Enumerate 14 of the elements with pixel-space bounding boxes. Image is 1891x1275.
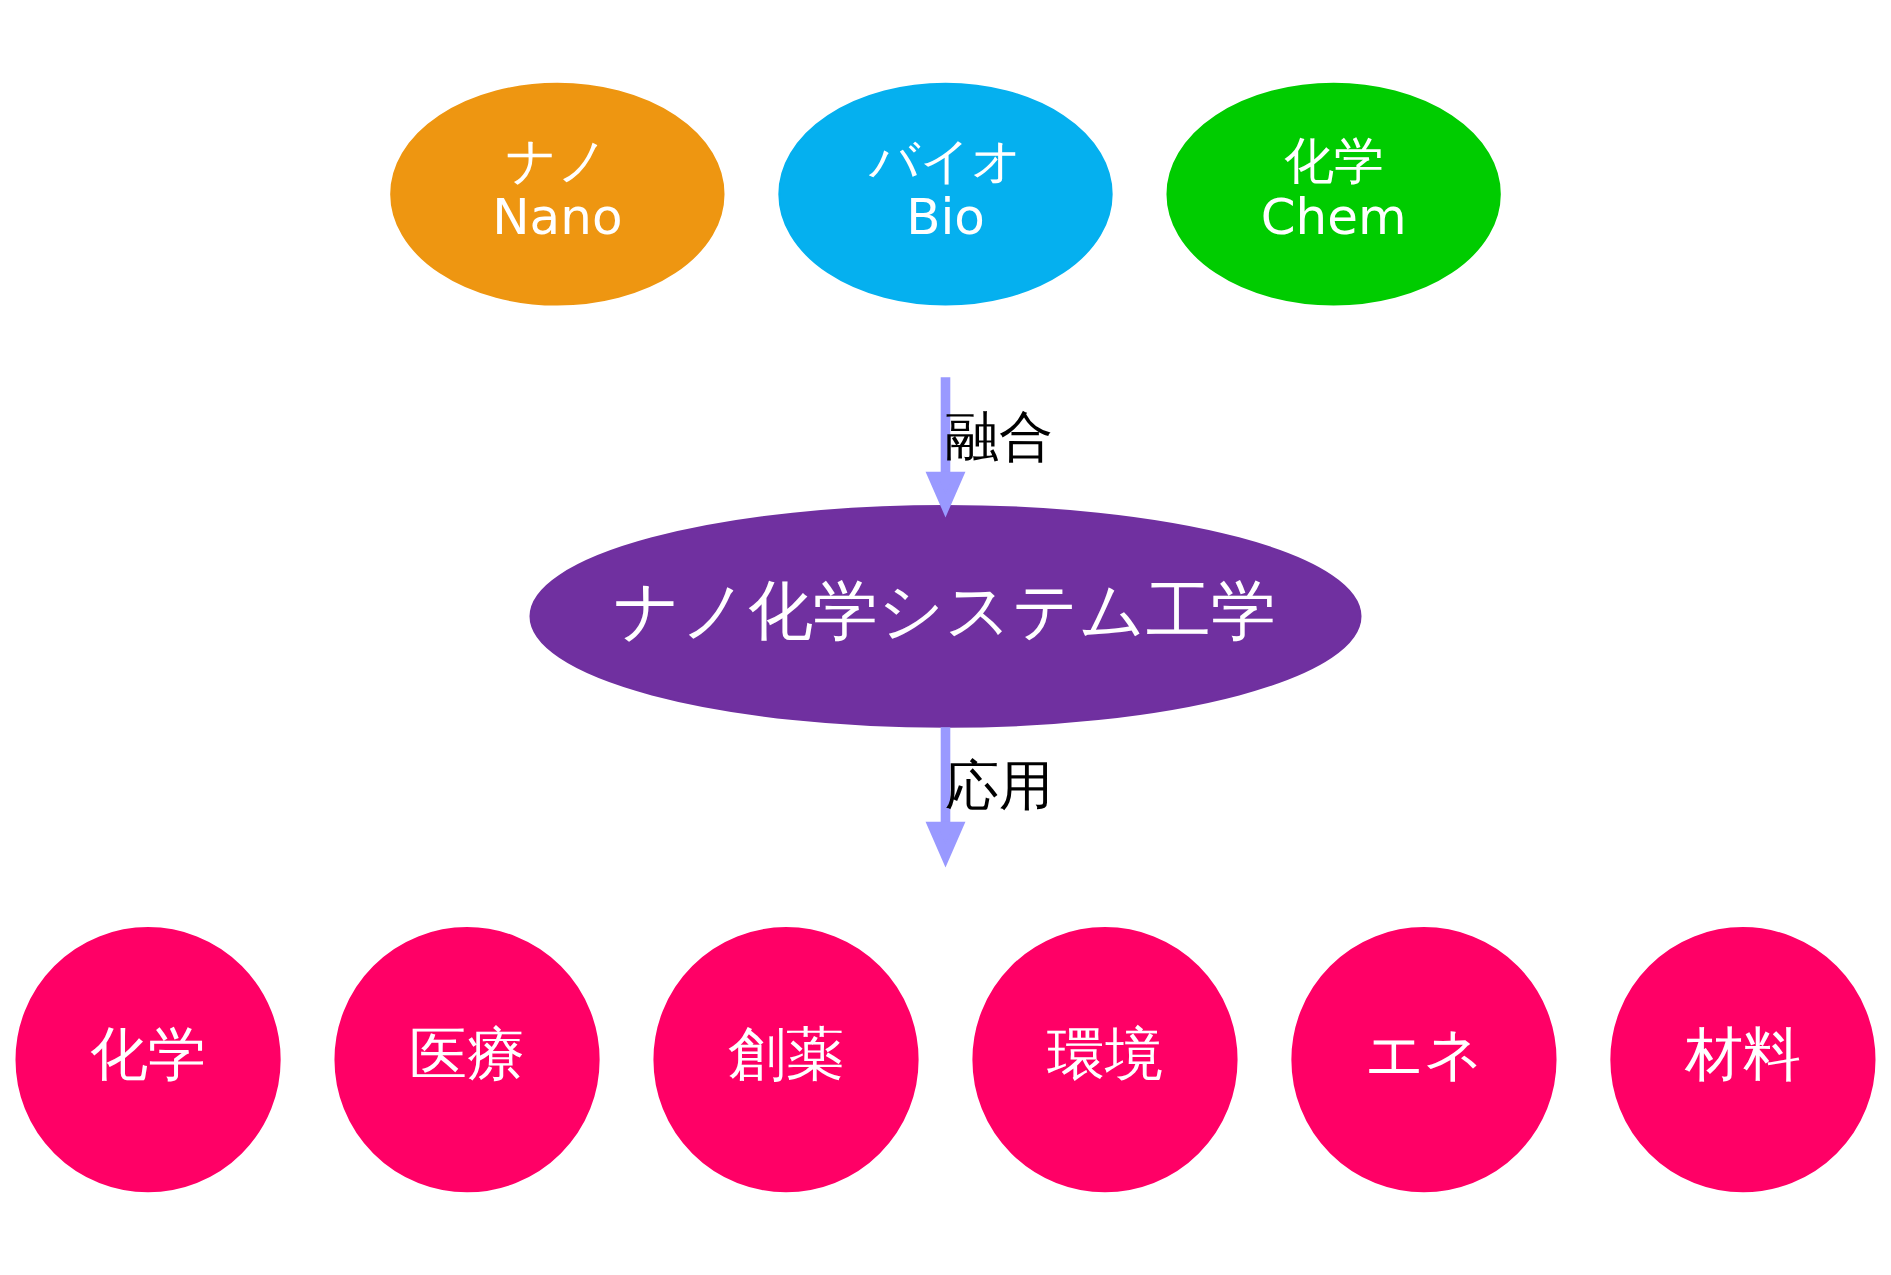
node-circle: 化学 [15, 927, 281, 1193]
edge-label: 応用 [945, 754, 1054, 818]
node-circle: 材料 [1610, 927, 1876, 1193]
arrow [925, 727, 966, 868]
node-ellipse: 化学 Chem [1166, 82, 1501, 306]
node-circle: 医療 [334, 927, 600, 1193]
node-circle: 環境 [972, 927, 1238, 1193]
node-ellipse: ナノ化学システム工学 [529, 504, 1362, 728]
node-circle: エネ [1291, 927, 1557, 1193]
edge-label: 融合 [945, 404, 1054, 468]
node-ellipse: バイオ Bio [778, 82, 1113, 306]
node-circle: 創薬 [653, 927, 919, 1193]
arrow [925, 377, 966, 518]
node-ellipse: ナノ Nano [390, 82, 725, 306]
